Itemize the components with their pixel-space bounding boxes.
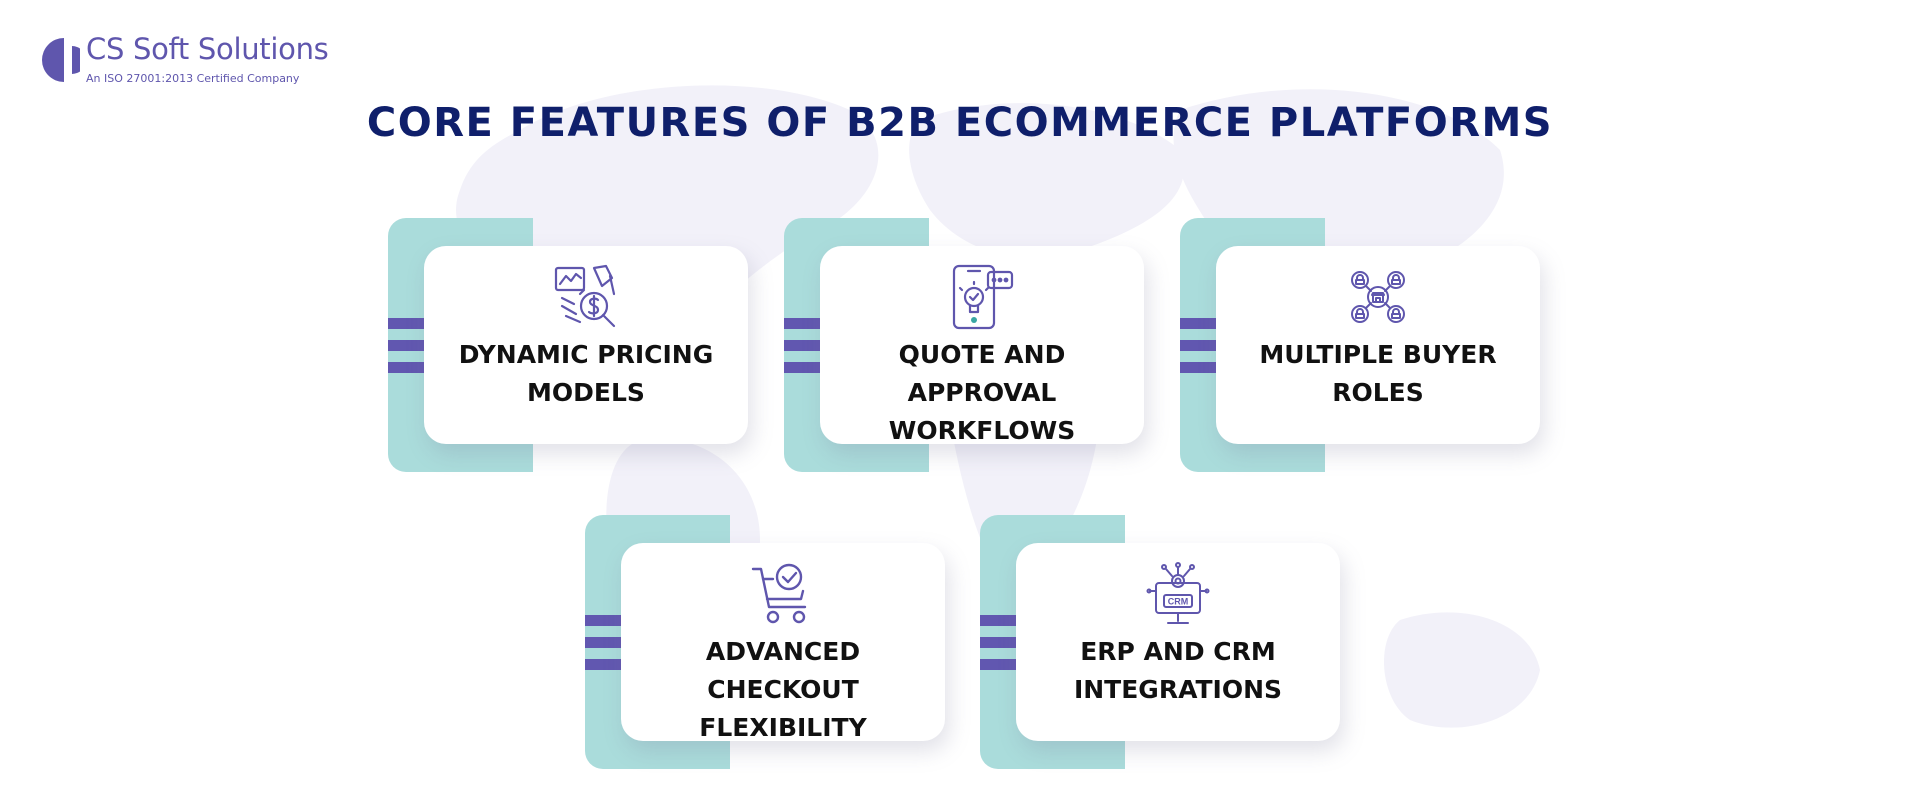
cs-logo-icon [42,38,80,82]
feature-title: MULTIPLE BUYER ROLES [1226,336,1530,412]
feature-card-dynamic-pricing: DYNAMIC PRICING MODELS [388,218,748,478]
card-accent-stripe [388,340,424,351]
feature-title: QUOTE AND APPROVAL WORKFLOWS [830,336,1134,450]
feature-title-line: DYNAMIC PRICING [458,340,714,369]
card-accent-stripe [388,362,424,373]
feature-title-line: MULTIPLE BUYER [1259,340,1497,369]
feature-title-line: ADVANCED CHECKOUT [705,637,861,704]
feature-title-line: QUOTE AND APPROVAL [898,340,1066,407]
feature-card: DYNAMIC PRICING MODELS [424,246,748,444]
card-accent-stripe [1180,340,1216,351]
feature-card-erp-crm: CRM ERP AND CRM INTEGRATIONS [980,515,1340,775]
card-accent-stripe [1180,362,1216,373]
feature-card-quote-approval: QUOTE AND APPROVAL WORKFLOWS [784,218,1144,478]
feature-card-multiple-buyer-roles: MULTIPLE BUYER ROLES [1180,218,1540,478]
card-accent-stripe [585,615,621,626]
feature-title: ERP AND CRM INTEGRATIONS [1026,633,1330,709]
card-accent-stripe [784,362,820,373]
feature-title-line: INTEGRATIONS [1073,675,1283,704]
cart-check-icon [751,563,807,624]
card-accent-stripe [388,318,424,329]
feature-card: CRM ERP AND CRM INTEGRATIONS [1016,543,1340,741]
feature-title-line: ERP AND CRM [1080,637,1276,666]
feature-title: ADVANCED CHECKOUT FLEXIBILITY [631,633,935,747]
feature-title: DYNAMIC PRICING MODELS [434,336,738,412]
card-accent-stripe [980,659,1016,670]
svg-text:CRM: CRM [1168,597,1189,607]
feature-card-advanced-checkout: ADVANCED CHECKOUT FLEXIBILITY [585,515,945,775]
crm-monitor-icon: CRM [1146,562,1210,624]
feature-card: QUOTE AND APPROVAL WORKFLOWS [820,246,1144,445]
feature-title-line: FLEXIBILITY [699,713,867,742]
card-accent-stripe [784,340,820,351]
feature-title-line: MODELS [527,378,645,407]
card-accent-stripe [784,318,820,329]
page-title: CORE FEATURES OF B2B ECOMMERCE PLATFORMS [366,100,1554,146]
card-accent-stripe [585,659,621,670]
feature-card: MULTIPLE BUYER ROLES [1216,246,1540,444]
card-accent-stripe [585,637,621,648]
card-accent-stripe [1180,318,1216,329]
company-tagline: An ISO 27001:2013 Certified Company [86,72,300,85]
card-accent-stripe [980,637,1016,648]
card-accent-stripe [980,615,1016,626]
pricing-analysis-icon [554,264,616,328]
feature-title-line: WORKFLOWS [888,416,1076,445]
mobile-approval-icon [952,264,1014,330]
buyer-network-icon [1351,271,1405,323]
company-name: CS Soft Solutions [86,32,329,66]
feature-card: ADVANCED CHECKOUT FLEXIBILITY [621,543,945,742]
feature-title-line: ROLES [1332,378,1424,407]
